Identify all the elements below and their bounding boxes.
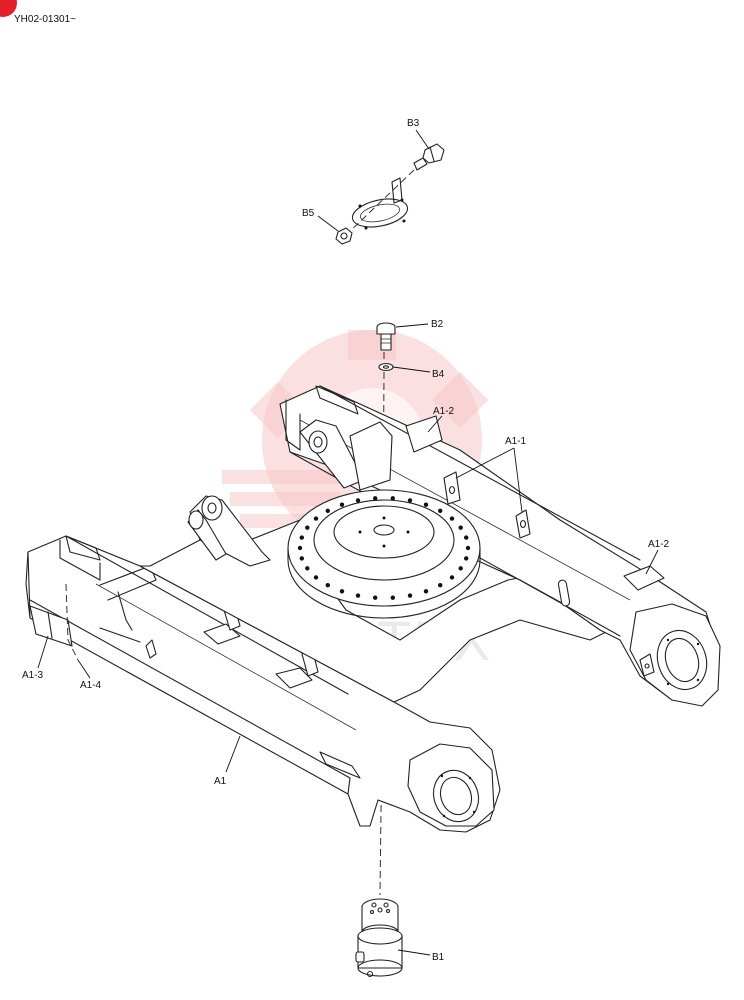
label-a1-2-right: A1-2: [648, 539, 670, 550]
callout-a1-4: A1-4: [77, 659, 102, 691]
ring-bolt-hole: [373, 595, 378, 600]
ring-bolt-hole: [325, 583, 330, 588]
callout-a1: A1: [214, 735, 241, 787]
ring-bolt-hole: [390, 496, 395, 501]
callout-b1: B1: [397, 949, 445, 963]
ring-bolt-hole: [407, 498, 413, 503]
center-mount-hole: [382, 544, 386, 548]
label-b3: B3: [407, 118, 420, 129]
ring-bolt-hole: [355, 498, 361, 503]
ring-bolt-hole: [325, 508, 330, 513]
center-mount-hole: [406, 530, 410, 534]
ring-bolt-hole: [464, 556, 469, 561]
label-a1-4: A1-4: [80, 680, 102, 691]
ring-bolt-hole: [449, 516, 455, 521]
washer-b4: [378, 362, 394, 372]
callout-a1-1: A1-1: [455, 436, 527, 513]
label-b5: B5: [302, 208, 315, 219]
swivel-joint-b1: [355, 898, 403, 978]
lower-frame-a1: [25, 385, 721, 833]
label-b4: B4: [432, 369, 445, 380]
bolt-b3: [413, 143, 445, 171]
callout-b2: B2: [395, 319, 444, 330]
callout-a1-3: A1-3: [22, 635, 49, 681]
cover-plate-assembly: [335, 143, 445, 245]
center-mount-hole: [382, 516, 386, 520]
center-mount-hole: [358, 530, 362, 534]
swing-bearing-ring: [287, 489, 481, 619]
ring-bolt-hole: [339, 589, 345, 594]
ring-bolt-hole: [313, 516, 319, 521]
ring-bolt-hole: [423, 589, 429, 594]
ring-bolt-hole: [305, 525, 310, 530]
callout-b4: B4: [392, 366, 445, 380]
label-b1: B1: [432, 952, 445, 963]
ring-bolt-hole: [297, 545, 303, 551]
label-a1-1: A1-1: [505, 436, 527, 447]
ring-bolt-hole: [373, 496, 378, 501]
label-a1-2-top: A1-2: [433, 406, 455, 417]
corner-badge: [0, 0, 17, 17]
label-b2: B2: [431, 319, 444, 330]
ring-bolt-hole: [423, 502, 429, 507]
ring-bolt-hole: [438, 508, 443, 513]
ring-bolt-hole: [464, 535, 469, 540]
ring-bolt-hole: [390, 595, 395, 600]
ring-bolt-hole: [465, 545, 471, 551]
ring-bolt-hole: [458, 525, 463, 530]
callout-a1-2-right: A1-2: [645, 539, 670, 575]
callout-a1-2-top: A1-2: [427, 406, 455, 433]
label-a1-3: A1-3: [22, 670, 44, 681]
ring-bolt-hole: [438, 583, 443, 588]
ring-bolt-hole: [339, 502, 345, 507]
bolt-b2: [376, 322, 396, 351]
ring-bolt-hole: [305, 566, 310, 571]
serial-range: YH02-01301~: [14, 14, 76, 25]
callout-b5: B5: [302, 208, 339, 232]
ring-bolt-hole: [299, 535, 304, 540]
ring-bolt-hole: [299, 556, 304, 561]
ring-bolt-hole: [407, 593, 413, 598]
nut-b5: [335, 227, 353, 245]
ring-bolt-hole: [313, 575, 319, 580]
ring-bolt-hole: [449, 575, 455, 580]
label-a1: A1: [214, 776, 227, 787]
ring-bolt-hole: [355, 593, 361, 598]
ring-bolt-hole: [458, 566, 463, 571]
callout-b3: B3: [407, 118, 430, 150]
